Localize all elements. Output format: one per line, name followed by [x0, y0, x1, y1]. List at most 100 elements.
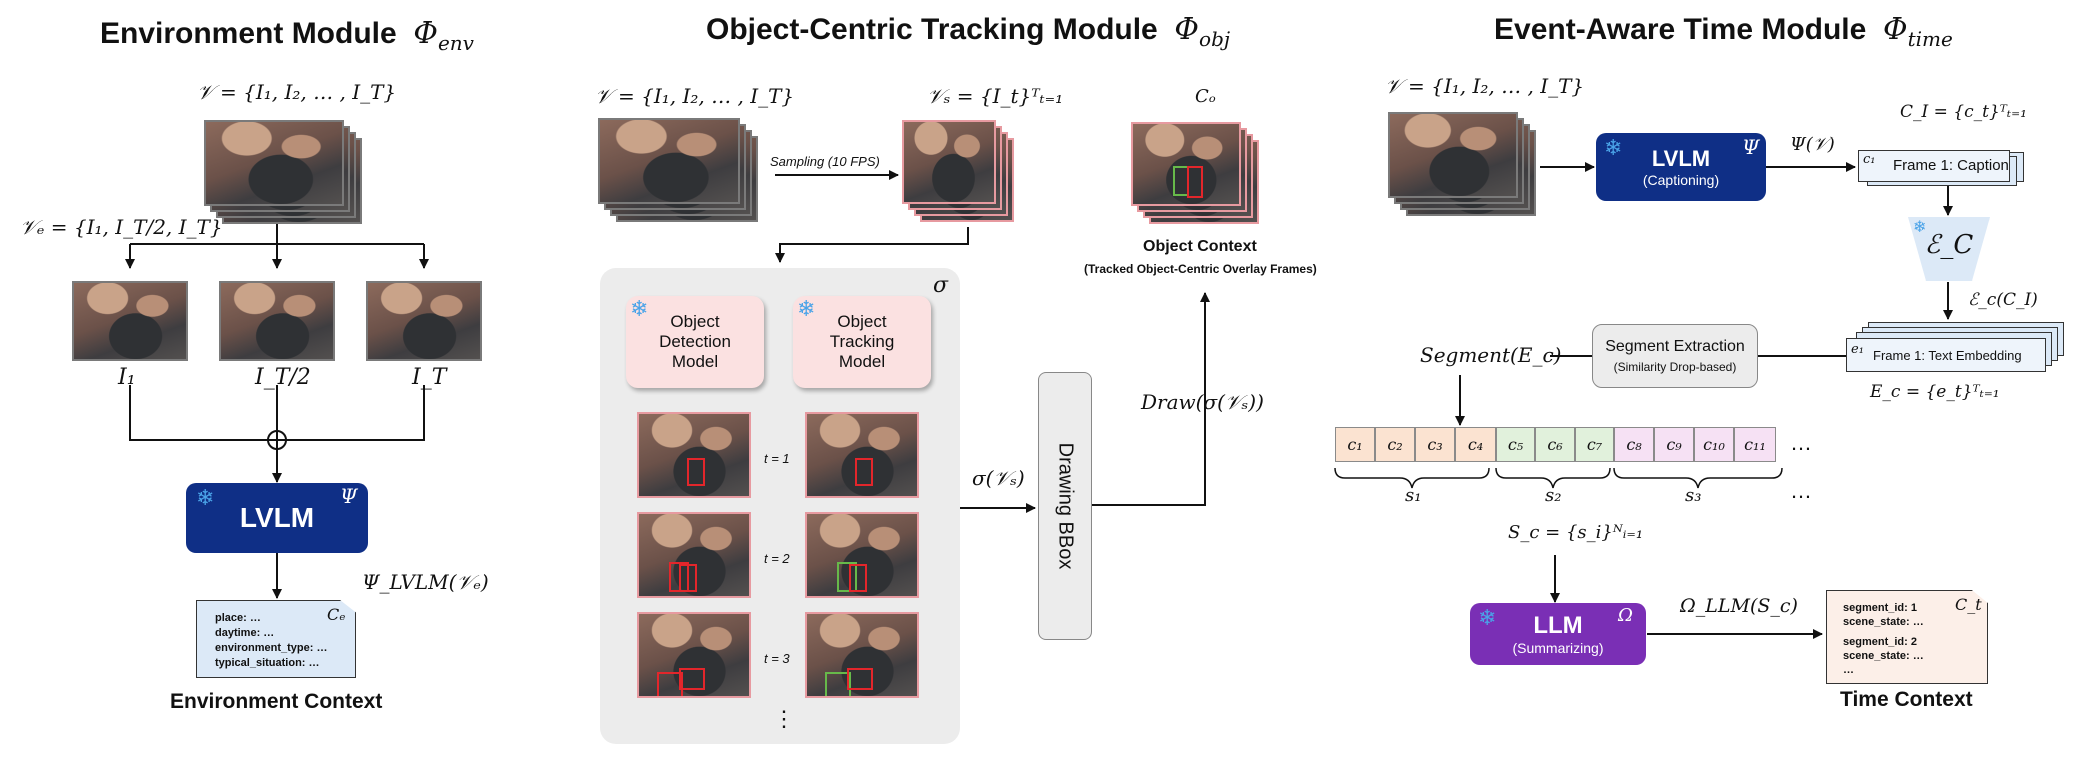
segment-cell: c₆	[1535, 427, 1575, 462]
segment-cell: c₉	[1654, 427, 1694, 462]
env-sampled-label: 𝒱ₑ = {I₁, I_T/2, I_T}	[20, 215, 223, 239]
time-psi-symbol: Ψ	[1742, 135, 1760, 159]
obj-drawing-label: Drawing BBox	[1054, 442, 1077, 570]
time-segment-label-2: s₂	[1545, 485, 1562, 506]
obj-track-frozen-icon: ❄	[797, 296, 816, 321]
brace-s2	[1495, 467, 1611, 489]
time-context-symbol: C_t	[1955, 595, 1982, 614]
time-caption-card-text: Frame 1: Caption	[1893, 157, 2009, 174]
env-context-card: Cₑ place: … daytime: … environment_type:…	[196, 600, 356, 678]
obj-vertical-ellipsis: ⋮	[773, 706, 795, 731]
obj-sigma-symbol: σ	[933, 273, 949, 298]
env-stack-frame-0	[204, 120, 344, 206]
obj-track-frame-t3-a	[637, 612, 751, 698]
time-context-card: C_t segment_id: 1 scene_state: … segment…	[1826, 590, 1988, 684]
segment-cell: c₁	[1335, 427, 1375, 462]
obj-title: Object-Centric Tracking Module Φobj	[706, 12, 1231, 51]
time-cells-ellipsis: …	[1790, 430, 1812, 455]
env-frame-last	[366, 281, 482, 361]
obj-context-caption: Object Context	[1143, 238, 1257, 255]
obj-time-label-2: t = 2	[764, 551, 790, 566]
segment-cell: c₁₁	[1734, 427, 1776, 462]
env-frame-label-middle: I_T/2	[255, 365, 311, 390]
env-frame-middle	[219, 281, 335, 361]
time-segments-ellipsis: …	[1790, 478, 1812, 503]
segment-cell: c₁₀	[1694, 427, 1734, 462]
env-frozen-icon: ❄	[196, 485, 215, 510]
env-frame-label-last: I_T	[412, 365, 447, 390]
time-segment-function: Segment(E_c)	[1420, 343, 1562, 367]
env-context-line: typical_situation: …	[215, 657, 320, 669]
brace-s3	[1613, 467, 1783, 489]
obj-sampled-stack-0	[902, 120, 996, 204]
env-context-symbol: Cₑ	[327, 605, 346, 624]
env-video-label: 𝒱 = {I₁, I₂, … , I_T}	[197, 80, 397, 104]
time-embedding-card-text: Frame 1: Text Embedding	[1873, 348, 2022, 363]
obj-time-label-1: t = 1	[764, 451, 790, 466]
obj-video-stack-0	[598, 118, 740, 204]
env-title: Environment Module Φenv	[100, 16, 474, 55]
time-llm-frozen-icon: ❄	[1478, 605, 1497, 630]
env-context-caption: Environment Context	[170, 690, 383, 713]
time-llm-block: LLM (Summarizing)	[1470, 603, 1646, 665]
obj-sigma-output: σ(𝒱ₛ)	[972, 466, 1025, 490]
time-context-line: scene_state: …	[1843, 616, 1924, 628]
time-encoder-output: ℰ_c(C_I)	[1968, 290, 2038, 310]
segment-cell: c₃	[1415, 427, 1455, 462]
env-lvlm-block: LVLM	[186, 483, 368, 553]
obj-context-symbol: Cₒ	[1195, 86, 1216, 107]
obj-track-frame-t3-b	[805, 612, 919, 698]
obj-sampled-label: 𝒱ₛ = {I_t}ᵀₜ₌₁	[927, 84, 1064, 108]
time-video-stack-0	[1388, 112, 1518, 198]
obj-draw-output: Draw(σ(𝒱ₛ))	[1141, 390, 1264, 414]
time-context-line: scene_state: …	[1843, 650, 1924, 662]
time-context-line: segment_id: 1	[1843, 602, 1917, 614]
obj-video-label: 𝒱 = {I₁, I₂, … , I_T}	[595, 84, 795, 108]
env-context-line: place: …	[215, 612, 261, 624]
env-frame-first	[72, 281, 188, 361]
time-omega-output: Ω_LLM(S_c)	[1680, 595, 1798, 617]
time-segment-set-label: S_c = {s_i}ᴺᵢ₌₁	[1508, 522, 1644, 543]
time-segment-label-1: s₁	[1405, 485, 1422, 506]
obj-arrow-to-context	[1092, 292, 1210, 506]
segment-cell: c₅	[1496, 427, 1535, 462]
obj-track-frame-t1-b	[805, 412, 919, 498]
env-frame-label-first: I₁	[118, 365, 136, 390]
time-title: Event-Aware Time Module Φtime	[1494, 12, 1953, 51]
env-context-line: daytime: …	[215, 627, 275, 639]
time-embedding-set-label: E_c = {e_t}ᵀₜ₌₁	[1870, 382, 2000, 402]
obj-detection-model: Object Detection Model	[626, 296, 764, 388]
time-segment-extraction: Segment Extraction (Similarity Drop-base…	[1592, 324, 1758, 388]
time-embedding-card-symbol: e₁	[1851, 342, 1864, 357]
obj-context-subcaption: (Tracked Object-Centric Overlay Frames)	[1084, 262, 1317, 276]
time-context-line: …	[1843, 664, 1854, 676]
time-embedding-card: e₁ Frame 1: Text Embedding	[1846, 338, 2046, 372]
time-context-line: segment_id: 2	[1843, 636, 1917, 648]
segment-cell: c₇	[1575, 427, 1614, 462]
obj-drawing-bbox-block: Drawing BBox	[1038, 372, 1092, 640]
obj-sampling-label: Sampling (10 FPS)	[770, 154, 880, 169]
env-psi-output: Ψ_LVLM(𝒱ₑ)	[362, 570, 489, 594]
obj-time-label-3: t = 3	[764, 651, 790, 666]
obj-tracking-model: Object Tracking Model	[793, 296, 931, 388]
time-psi-output: Ψ(𝒱)	[1790, 134, 1835, 155]
segment-cell: c₂	[1375, 427, 1415, 462]
obj-context-stack-0	[1131, 122, 1241, 206]
obj-track-frame-t2-a	[637, 512, 751, 598]
time-lvlm-block: LVLM (Captioning)	[1596, 133, 1766, 201]
time-context-caption: Time Context	[1840, 688, 1973, 711]
obj-track-frame-t2-b	[805, 512, 919, 598]
time-segment-label-3: s₃	[1685, 485, 1702, 506]
time-lvlm-frozen-icon: ❄	[1604, 135, 1623, 160]
segment-cell: c₄	[1455, 427, 1496, 462]
time-caption-card: c₁ Frame 1: Caption	[1858, 150, 2010, 182]
time-encoder-frozen-icon: ❄	[1913, 219, 1927, 236]
obj-arrow-to-panel	[775, 227, 969, 263]
time-omega-symbol: Ω	[1618, 605, 1633, 626]
time-video-label: 𝒱 = {I₁, I₂, … , I_T}	[1385, 74, 1585, 98]
brace-s1	[1334, 467, 1490, 489]
time-caption-card-symbol: c₁	[1863, 152, 1876, 167]
env-psi-symbol: Ψ	[340, 484, 358, 508]
segment-cell: c₈	[1614, 427, 1654, 462]
